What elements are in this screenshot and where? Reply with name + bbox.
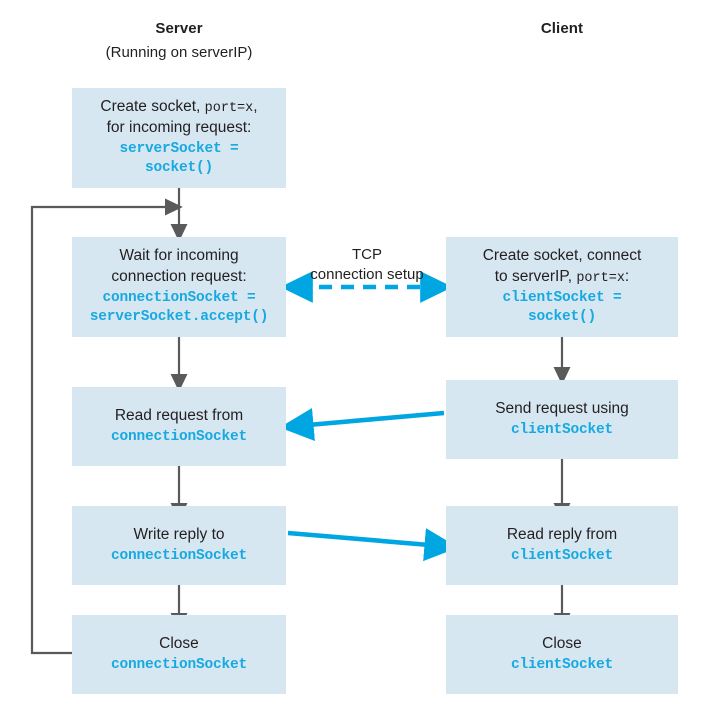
step-code-line: clientSocket (510, 547, 614, 564)
step-box-write-reply: Write reply to connectionSocket (72, 506, 286, 585)
step-text-post: : (624, 267, 630, 285)
tcp-label-line2: connection setup (310, 265, 424, 283)
step-code-line: socket() (527, 309, 596, 326)
step-text: for incoming request: (106, 119, 252, 137)
step-text: Close (159, 634, 199, 652)
step-text-mono: port=x (204, 101, 254, 117)
step-line-plain: for incoming request: (107, 118, 252, 139)
tcp-connection-setup-label: TCP connection setup (296, 245, 438, 284)
tcp-label-line1: TCP (352, 246, 382, 263)
step-line-plain: Close (159, 634, 199, 655)
step-code-line: clientSocket (510, 421, 614, 438)
step-code-line: connectionSocket (110, 547, 248, 564)
step-line-plain: Read request from (115, 406, 243, 427)
step-text: Read reply from (506, 525, 618, 543)
step-text-post: , (253, 98, 258, 116)
arrow-reply-server-to-client (287, 528, 459, 562)
column-header-client: Client (540, 20, 584, 37)
step-code-line: connectionSocket (110, 656, 248, 673)
step-box-read-request: Read request from connectionSocket (72, 387, 286, 466)
step-text: connection request: (111, 268, 247, 286)
step-line-plain: to serverIP, port=x: (495, 267, 629, 288)
step-line-plain: connection request: (111, 267, 246, 288)
step-box-close-client-socket: Close clientSocket (446, 615, 678, 694)
step-text: Wait for incoming (119, 247, 239, 265)
step-text: Close (542, 634, 582, 652)
step-line-plain: Read reply from (507, 525, 617, 546)
step-code-line: clientSocket = (502, 290, 622, 306)
step-text: Read request from (114, 406, 244, 424)
step-code-line: clientSocket (510, 656, 614, 673)
step-line-plain: Create socket, port=x, (100, 97, 257, 118)
step-line-plain: Close (542, 634, 582, 655)
step-line-plain: Write reply to (133, 525, 224, 546)
step-line-plain: Create socket, connect (483, 246, 642, 267)
step-text-mono: port=x (576, 270, 625, 286)
step-box-read-reply: Read reply from clientSocket (446, 506, 678, 585)
step-text: to serverIP, (494, 267, 577, 285)
step-text: Write reply to (133, 525, 225, 543)
step-box-send-request: Send request using clientSocket (446, 380, 678, 459)
step-text: Create socket, (100, 98, 205, 116)
step-code-line: serverSocket = (119, 141, 239, 157)
step-code-line: connectionSocket = (102, 289, 256, 306)
step-text: Send request using (495, 399, 629, 417)
arrow-request-client-to-server (279, 408, 445, 442)
step-text: Create socket, connect (482, 247, 642, 265)
step-code-line: socket() (144, 160, 213, 177)
step-box-close-connection-socket: Close connectionSocket (72, 615, 286, 694)
column-subheader-server: (Running on serverIP) (105, 44, 253, 61)
step-box-create-server-socket: Create socket, port=x, for incoming requ… (72, 88, 286, 188)
column-header-server: Server (155, 20, 203, 37)
step-code-line: serverSocket.accept() (89, 309, 269, 326)
step-line-plain: Send request using (495, 399, 629, 420)
step-line-plain: Wait for incoming (119, 246, 238, 267)
step-code-line: connectionSocket (110, 428, 248, 445)
step-box-wait-for-connection: Wait for incoming connection request: co… (72, 237, 286, 337)
step-box-create-client-socket: Create socket, connect to serverIP, port… (446, 237, 678, 337)
